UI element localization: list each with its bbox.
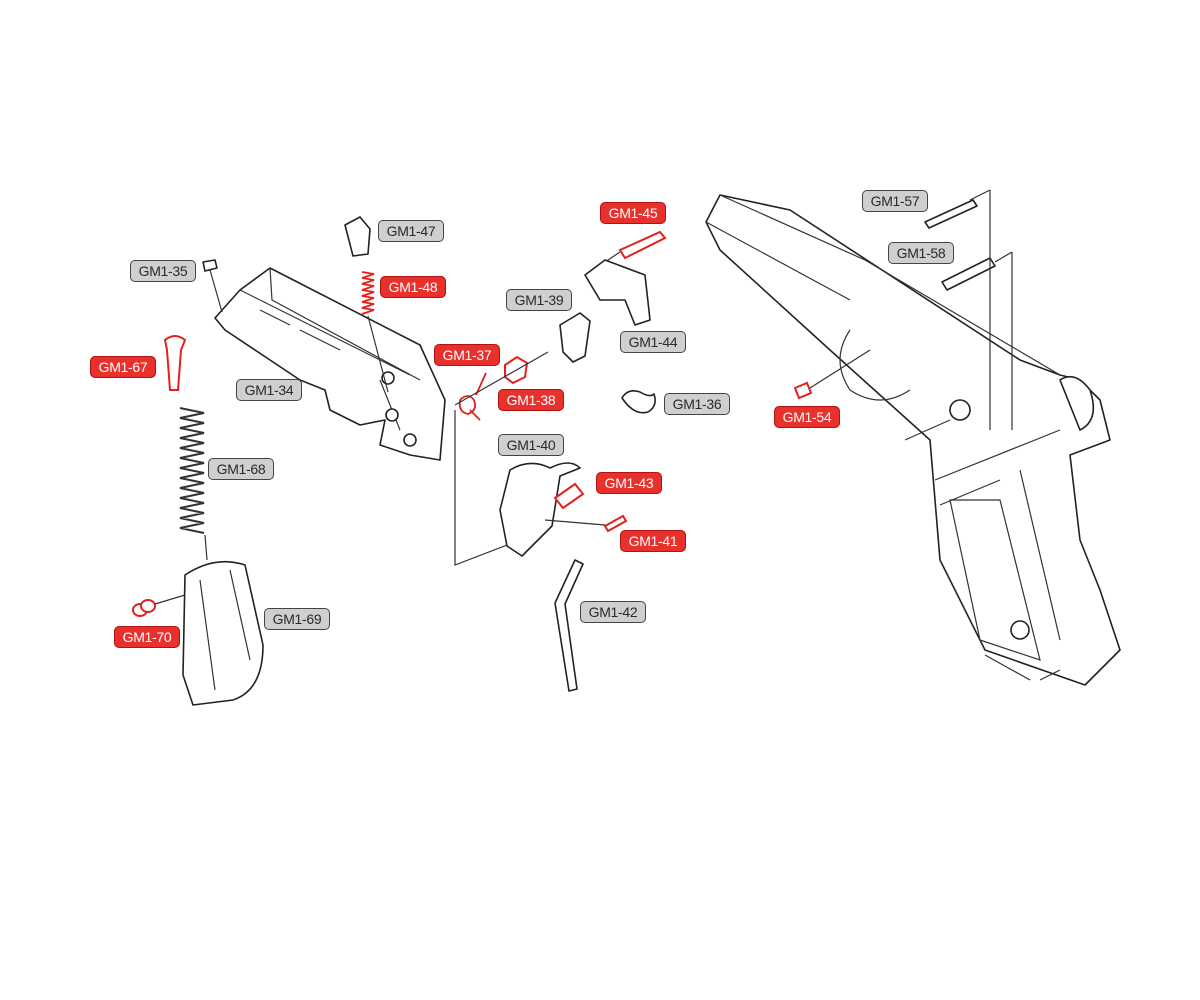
part-label: GM1-47 xyxy=(378,220,444,242)
part-label: GM1-34 xyxy=(236,379,302,401)
part-gm1-67 xyxy=(163,335,187,391)
part-frame xyxy=(705,194,1121,686)
part-label-highlighted: GM1-38 xyxy=(498,389,564,411)
part-gm1-54 xyxy=(793,381,813,400)
part-gm1-58 xyxy=(941,257,996,291)
part-gm1-41 xyxy=(603,514,628,533)
part-label-highlighted: GM1-41 xyxy=(620,530,686,552)
part-label-highlighted: GM1-54 xyxy=(774,406,840,428)
part-label: GM1-44 xyxy=(620,331,686,353)
part-label-highlighted: GM1-70 xyxy=(114,626,180,648)
part-label: GM1-57 xyxy=(862,190,928,212)
part-label: GM1-39 xyxy=(506,289,572,311)
part-label-highlighted: GM1-48 xyxy=(380,276,446,298)
part-gm1-37 xyxy=(458,372,487,421)
part-gm1-42 xyxy=(554,559,584,692)
part-gm1-69 xyxy=(182,560,264,706)
part-gm1-36 xyxy=(621,390,656,414)
part-gm1-47 xyxy=(344,216,371,257)
part-gm1-34-housing xyxy=(214,267,446,461)
part-label-highlighted: GM1-67 xyxy=(90,356,156,378)
part-gm1-40 xyxy=(499,462,581,557)
part-label: GM1-40 xyxy=(498,434,564,456)
part-gm1-68-spring xyxy=(179,407,205,534)
part-gm1-48-spring xyxy=(361,271,375,315)
part-label: GM1-36 xyxy=(664,393,730,415)
part-label-highlighted: GM1-37 xyxy=(434,344,500,366)
part-gm1-35-screw xyxy=(202,259,223,313)
part-label: GM1-42 xyxy=(580,601,646,623)
part-label: GM1-35 xyxy=(130,260,196,282)
part-label-highlighted: GM1-43 xyxy=(596,472,662,494)
part-label: GM1-69 xyxy=(264,608,330,630)
part-gm1-44 xyxy=(584,259,651,326)
part-label: GM1-58 xyxy=(888,242,954,264)
part-gm1-43 xyxy=(553,482,585,510)
part-gm1-45 xyxy=(618,230,667,260)
part-label-highlighted: GM1-45 xyxy=(600,202,666,224)
part-label: GM1-68 xyxy=(208,458,274,480)
part-gm1-57 xyxy=(924,199,978,229)
part-gm1-39 xyxy=(559,312,591,363)
part-gm1-70 xyxy=(132,599,156,617)
